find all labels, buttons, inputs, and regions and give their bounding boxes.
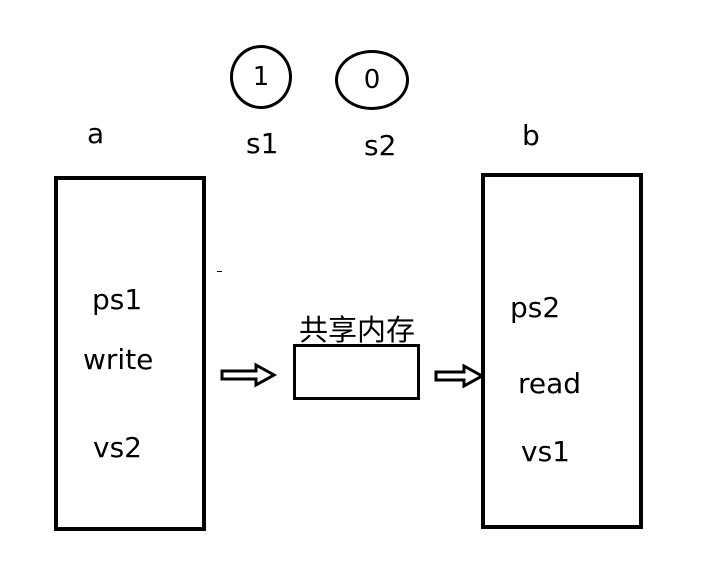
semaphore-s1-label: s1 (246, 127, 279, 160)
process-a-label: a (87, 117, 105, 150)
arrow-memory-to-b (434, 363, 486, 389)
shared-memory-label: 共享内存 (299, 313, 416, 347)
semaphore-s1-circle: 1 (230, 45, 292, 109)
process-a-line-vs2: vs2 (93, 431, 142, 464)
semaphore-s2-value: 0 (363, 65, 381, 95)
process-b-line-ps2: ps2 (510, 291, 561, 324)
arrow-a-to-memory (220, 362, 278, 388)
stray-mark (217, 271, 222, 272)
process-b-line-read: read (518, 367, 582, 400)
process-b-box (481, 173, 643, 529)
process-b-label: b (522, 119, 540, 152)
process-a-line-write: write (83, 343, 154, 376)
process-a-box (54, 176, 206, 531)
process-a-line-ps1: ps1 (92, 283, 143, 316)
semaphore-s2-circle: 0 (335, 50, 409, 110)
shared-memory-box (293, 344, 420, 400)
semaphore-s1-value: 1 (252, 62, 270, 92)
semaphore-s2-label: s2 (364, 129, 397, 162)
process-b-line-vs1: vs1 (521, 435, 570, 468)
